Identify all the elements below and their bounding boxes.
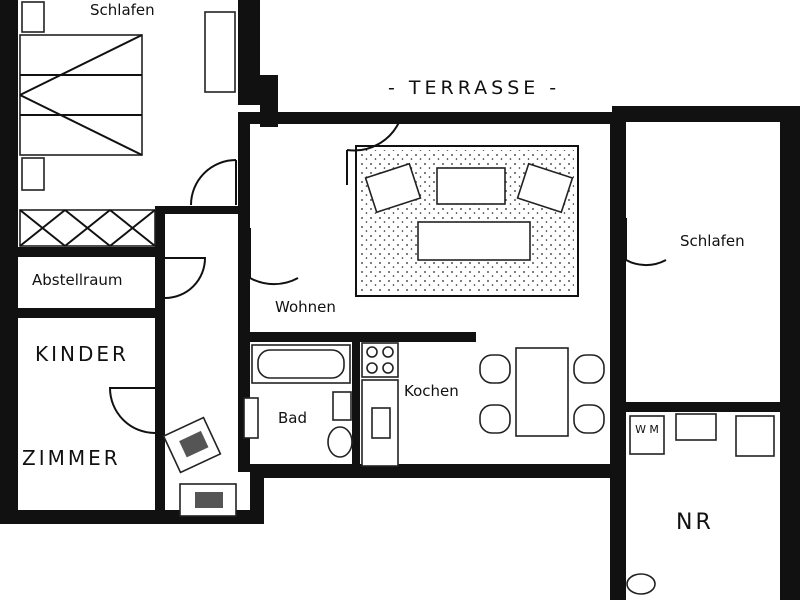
wardrobe-top — [204, 11, 236, 93]
bath-door-frame — [243, 397, 259, 439]
bed-top-left — [19, 1, 143, 191]
room-label-zimmer: ZIMMER — [22, 446, 121, 470]
door-swing-bedroom — [190, 159, 237, 206]
kitchen-stove — [361, 342, 399, 378]
bath-sink — [332, 391, 352, 421]
door-swing-right-bedroom — [625, 218, 667, 267]
room-label-bad: Bad — [278, 409, 308, 427]
door-swing-kinder — [108, 387, 156, 434]
door-swing-living — [346, 119, 401, 185]
living-room-rug — [355, 145, 579, 297]
bathtub — [251, 344, 351, 384]
room-label-nr: NR — [676, 510, 714, 535]
room-label-terrasse: - TERRASSE - — [388, 77, 561, 99]
nr-toilet — [626, 573, 656, 595]
nr-sink — [675, 413, 717, 441]
closet-row — [19, 209, 156, 247]
corridor-stove — [162, 416, 237, 517]
room-label-abstellraum: Abstellraum — [32, 271, 123, 289]
kitchen-counter — [361, 379, 399, 467]
room-label-wohnen: Wohnen — [275, 298, 336, 316]
dining-table — [479, 347, 605, 437]
room-label-schlafen-top: Schlafen — [90, 1, 155, 19]
nr-washing-machine — [629, 415, 665, 455]
fixture-label-wm: W M — [635, 423, 659, 436]
kitchen-sink — [371, 407, 391, 439]
room-label-kochen: Kochen — [404, 382, 459, 400]
toilet — [327, 426, 353, 458]
nr-shower — [735, 415, 775, 457]
door-swing-wohnen — [249, 228, 299, 286]
door-swing-abstellraum — [164, 257, 207, 299]
room-label-kinder: KINDER — [35, 342, 129, 366]
room-label-schlafen-right: Schlafen — [680, 232, 745, 250]
